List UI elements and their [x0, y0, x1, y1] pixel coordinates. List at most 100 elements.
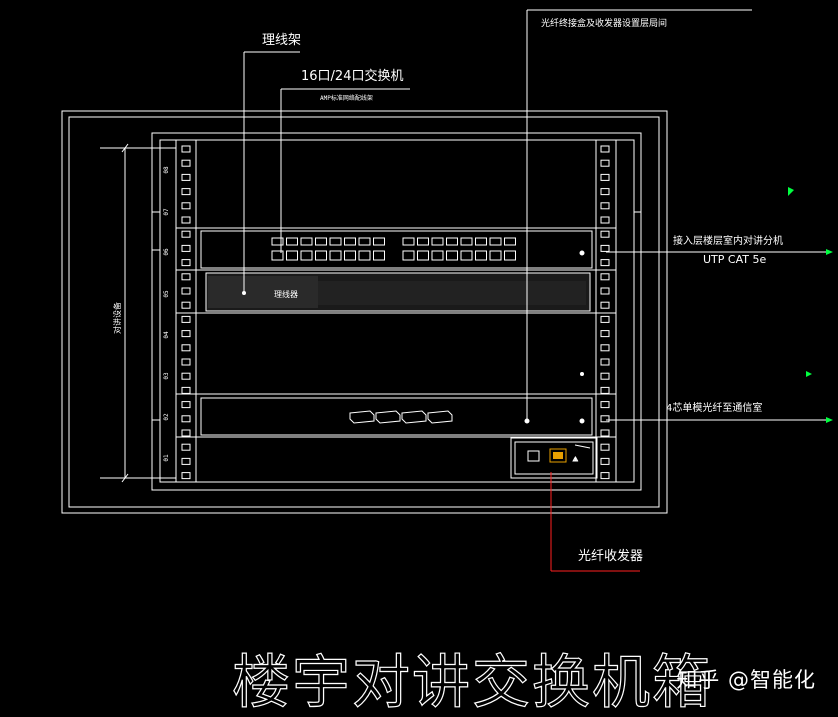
cable-panel-inner-label: 理线器 — [274, 289, 298, 299]
watermark-platform: 知乎 — [676, 668, 721, 692]
cabinet-height-label: 对讲设备 — [112, 302, 122, 334]
switch-port — [315, 237, 327, 246]
switch-port — [344, 250, 356, 261]
diagram-title: 楼宇对讲交换机箱 — [232, 648, 712, 716]
cable-type-label: UTP CAT 5e — [703, 253, 766, 266]
rail-hole — [181, 230, 191, 238]
mount-dot — [580, 372, 584, 376]
switch-port — [417, 237, 429, 246]
rail-hole — [600, 159, 610, 167]
rail-hole — [600, 358, 610, 366]
rack-unit-dividers — [176, 227, 616, 438]
rail-hole — [600, 415, 610, 423]
switch-port — [315, 250, 327, 261]
fiber-module — [427, 410, 453, 424]
switch-port — [271, 250, 284, 261]
green-marker-2 — [806, 371, 812, 377]
rail-hole — [600, 287, 610, 295]
rail-hole — [600, 188, 610, 196]
rack-unit-number: 08 — [163, 166, 170, 174]
watermark: 知乎 @智能化 — [676, 664, 816, 694]
rail-hole — [600, 173, 610, 181]
switch-port — [475, 237, 487, 246]
rail-hole — [181, 188, 191, 196]
rail-hole — [600, 401, 610, 409]
rail-hole — [181, 301, 191, 309]
rack-unit-number: 05 — [163, 290, 170, 298]
switch-sub-label: AMP标准网络配线架 — [320, 94, 373, 102]
switch-port — [373, 250, 385, 261]
height-dimension — [100, 143, 176, 483]
enclosure-frame — [61, 110, 668, 514]
switch-port — [446, 237, 458, 246]
switch-port — [431, 250, 444, 261]
rail-hole — [600, 443, 610, 451]
rail-hole — [181, 330, 191, 338]
rack-unit-number: 01 — [163, 454, 170, 462]
rail-hole — [181, 443, 191, 451]
transceiver-label: 光纤收发器 — [578, 548, 643, 564]
fiber-transceiver: ⚠ — [510, 437, 598, 479]
rail-hole — [181, 401, 191, 409]
rail-hole — [181, 386, 191, 394]
switch-port — [402, 237, 415, 246]
svg-text:⚠: ⚠ — [573, 454, 578, 463]
switch-port — [286, 237, 298, 246]
rail-hole — [600, 330, 610, 338]
rail-hole — [181, 315, 191, 323]
watermark-author: @智能化 — [728, 668, 816, 692]
rail-hole — [600, 301, 610, 309]
cable-manager-panel: 理线器 — [205, 272, 591, 312]
right-rack-rail — [595, 140, 617, 482]
rail-hole — [600, 202, 610, 210]
rail-hole — [181, 429, 191, 437]
fiber-link-label: 4芯单模光纤至通信室 — [666, 401, 762, 414]
rail-hole — [600, 273, 610, 281]
switch-port — [358, 250, 371, 261]
right-rail-holes — [600, 145, 610, 480]
fiber-terminal-box — [200, 397, 593, 436]
arrow-bottom-right — [826, 417, 833, 423]
switch-port — [402, 250, 415, 261]
rack-unit-number: 06 — [163, 248, 170, 256]
rail-hole — [181, 358, 191, 366]
rail-hole — [181, 159, 191, 167]
fiber-module — [375, 410, 401, 424]
rail-hole — [600, 145, 610, 153]
fiber-module — [349, 410, 375, 424]
switch-label: 16口/24口交换机 — [301, 68, 403, 84]
rail-hole — [181, 415, 191, 423]
cable-manager-label: 理线架 — [262, 33, 301, 48]
rail-hole — [181, 457, 191, 465]
left-rail-holes — [181, 145, 191, 480]
rail-hole — [600, 230, 610, 238]
rail-hole — [181, 259, 191, 267]
rail-hole — [600, 429, 610, 437]
left-rack-rail — [175, 140, 197, 482]
switch-port — [329, 250, 342, 261]
rail-hole — [181, 273, 191, 281]
switch-port — [460, 250, 473, 261]
switch-port — [460, 237, 473, 246]
switch-port — [504, 237, 516, 246]
rail-hole — [600, 244, 610, 252]
frame-ticks — [152, 211, 641, 421]
rail-hole — [600, 386, 610, 394]
switch-port — [431, 237, 444, 246]
rail-hole — [600, 472, 610, 480]
network-switch — [200, 230, 593, 269]
rack-unit-number: 03 — [163, 372, 170, 380]
switch-port — [300, 237, 313, 246]
right-leaders — [606, 251, 826, 421]
cable-manager-leader — [243, 51, 300, 293]
rail-hole — [600, 457, 610, 465]
switch-port — [344, 237, 356, 246]
access-layer-label: 接入层楼层室内对讲分机 — [673, 234, 783, 247]
rack-unit-number: 07 — [163, 208, 170, 216]
switch-port — [446, 250, 458, 261]
rail-hole — [181, 173, 191, 181]
rail-hole — [600, 344, 610, 352]
rail-hole — [181, 344, 191, 352]
switch-port — [504, 250, 516, 261]
